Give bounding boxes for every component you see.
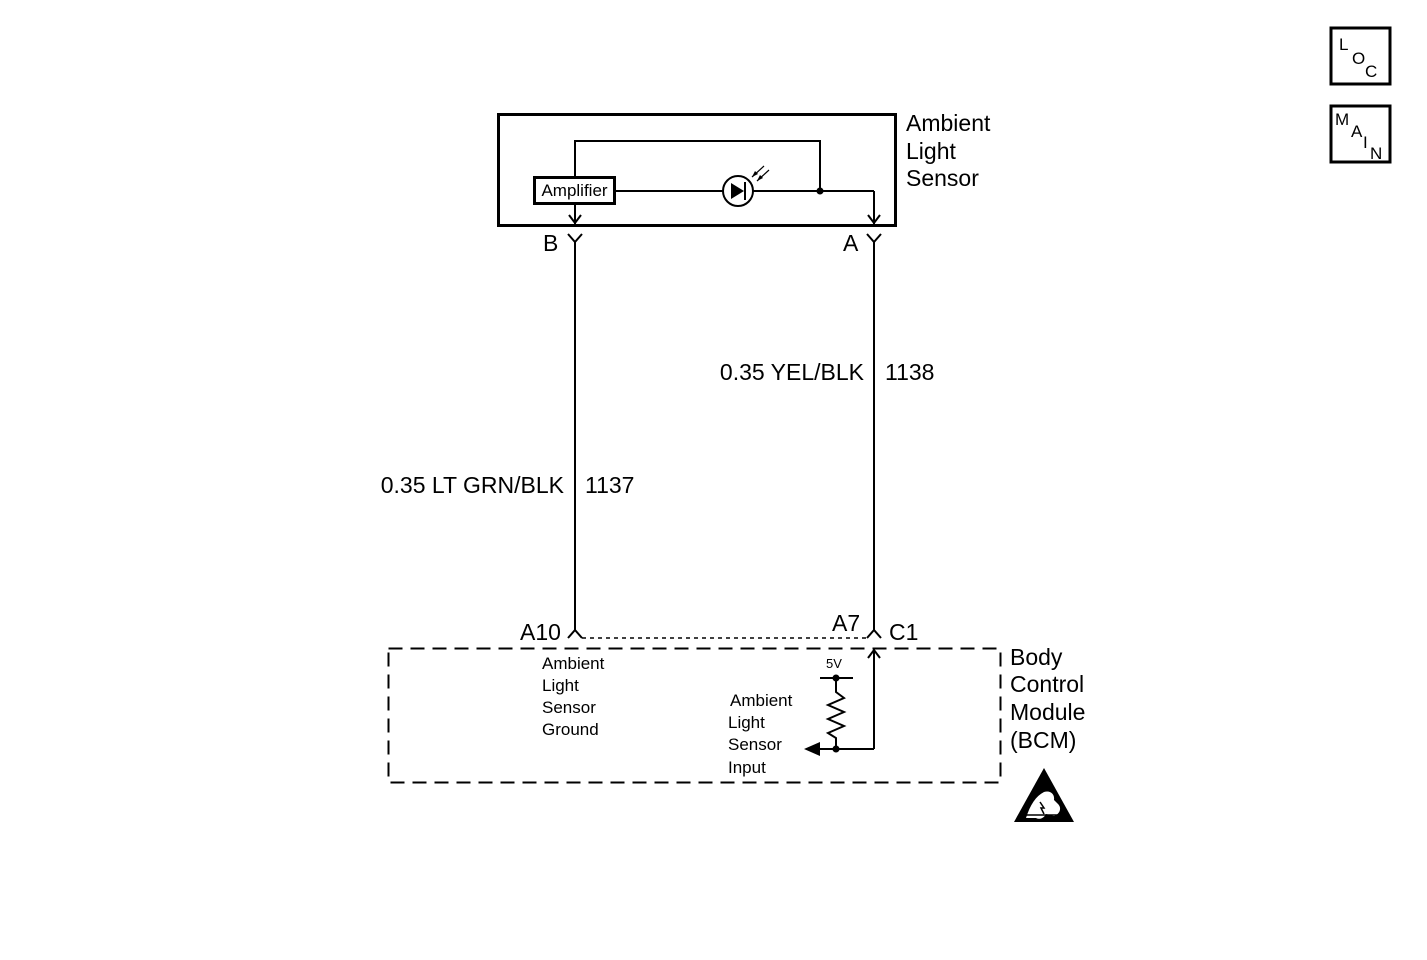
sensor-title-line1: Ambient [906, 110, 991, 136]
connector-a7-symbol [866, 628, 882, 639]
main-label-a: A [1351, 122, 1363, 141]
bcm-title-line2: Control [1010, 671, 1084, 697]
supply-voltage-label: 5V [826, 656, 842, 671]
bcm-outline [387, 647, 1002, 784]
amplifier-block [533, 176, 616, 205]
pin-b-label: B [543, 230, 558, 256]
ground-label-line2: Light [542, 676, 579, 695]
wire-right-label: 0.35 YEL/BLK [720, 359, 865, 385]
main-button[interactable]: M A I N [1329, 104, 1392, 164]
signal-arrow-icon [804, 742, 820, 756]
bcm-title-line3: Module [1010, 699, 1085, 725]
loc-label-l: L [1339, 35, 1348, 54]
connector-b-symbol [567, 233, 583, 244]
junction-dot [816, 187, 824, 195]
input-label-line2: Light [728, 713, 765, 732]
esd-warning-icon [1014, 768, 1074, 822]
bcm-title-line4: (BCM) [1010, 727, 1076, 753]
main-label-i: I [1363, 133, 1368, 152]
loc-label-o: O [1352, 49, 1365, 68]
pin-b-arrow [568, 214, 582, 225]
pullup-resistor-icon [825, 678, 847, 749]
sensor-internal-loop [574, 140, 821, 191]
wire-right-circuit: 1138 [885, 359, 934, 385]
pin-a-label: A [843, 230, 859, 256]
input-label-line1: Ambient [730, 691, 793, 710]
photodiode-icon [722, 165, 770, 207]
input-label-line4: Input [728, 758, 766, 777]
pin-a7-label: A7 [832, 610, 860, 636]
connector-a10-symbol [567, 628, 583, 639]
sensor-housing [497, 113, 897, 227]
bcm-connector: A10 A7 C1 [520, 610, 918, 645]
sensor-title-line2: Light [906, 138, 956, 164]
ambient-light-sensor: Amplifier Ambient Light Sensor [497, 110, 991, 227]
amplifier-label: Amplifier [541, 181, 607, 200]
input-arrow [867, 648, 881, 659]
loc-label-c: C [1365, 62, 1377, 81]
bcm-title-line1: Body [1010, 644, 1063, 670]
main-label-n: N [1370, 144, 1382, 163]
sensor-connector: B A [543, 230, 882, 256]
connector-a-symbol [866, 233, 882, 244]
ground-label-line1: Ambient [542, 654, 605, 673]
main-label-m: M [1335, 110, 1349, 129]
pin-a10-label: A10 [520, 619, 561, 645]
ground-label-line3: Sensor [542, 698, 596, 717]
input-label-line3: Sensor [728, 735, 782, 754]
wire-left-circuit: 1137 [585, 472, 634, 498]
connector-c1-label: C1 [889, 619, 918, 645]
ground-label-line4: Ground [542, 720, 599, 739]
sensor-title-line3: Sensor [906, 165, 979, 191]
loc-button[interactable]: L O C [1329, 26, 1392, 86]
body-control-module: Body Control Module (BCM) Ambient Light … [387, 644, 1085, 784]
pin-a-arrow [867, 214, 881, 225]
wire-left-label: 0.35 LT GRN/BLK [381, 472, 565, 498]
